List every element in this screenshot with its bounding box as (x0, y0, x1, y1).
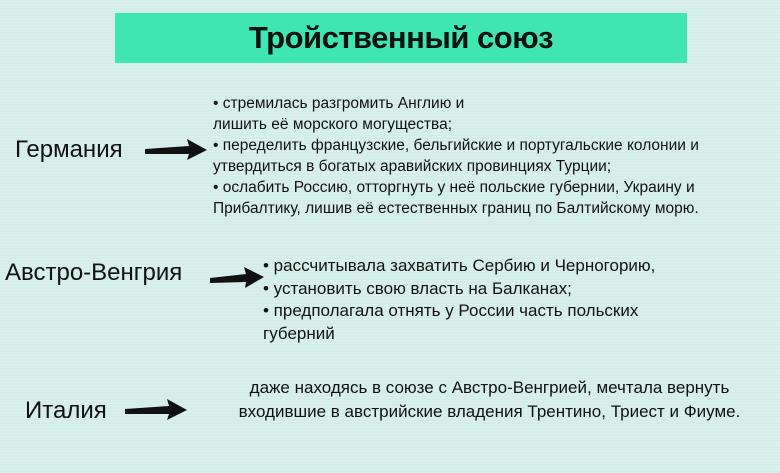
arrow-right-icon (125, 399, 187, 420)
austria-goal: • предполагала отнять у России часть пол… (263, 301, 639, 343)
austria-label: Австро-Венгрия (5, 259, 183, 286)
germany-goal: • переделить французские, бельгийские и … (213, 137, 699, 175)
title-banner: Тройственный союз (115, 13, 687, 63)
austria-goal: • рассчитывала захватить Сербию и Черног… (263, 256, 656, 275)
germany-goal: • ослабить Россию, отторгнуть у неё поль… (213, 179, 699, 217)
arrow-right-icon (145, 139, 207, 160)
arrow-right-icon (210, 267, 264, 288)
germany-label: Германия (15, 136, 123, 163)
slide-title: Тройственный союз (248, 20, 554, 55)
germany-goals: • стремилась разгромить Англию и лишить … (213, 93, 773, 219)
italy-goals: даже находясь в союзе с Австро-Венгрией,… (238, 378, 741, 421)
italy-label: Италия (25, 397, 107, 424)
austria-goal: • установить свою власть на Балканах; (263, 278, 572, 298)
germany-goal: • стремилась разгромить Англию и лишить … (213, 95, 465, 133)
austria-goals: • рассчитывала захватить Сербию и Черног… (263, 255, 733, 345)
